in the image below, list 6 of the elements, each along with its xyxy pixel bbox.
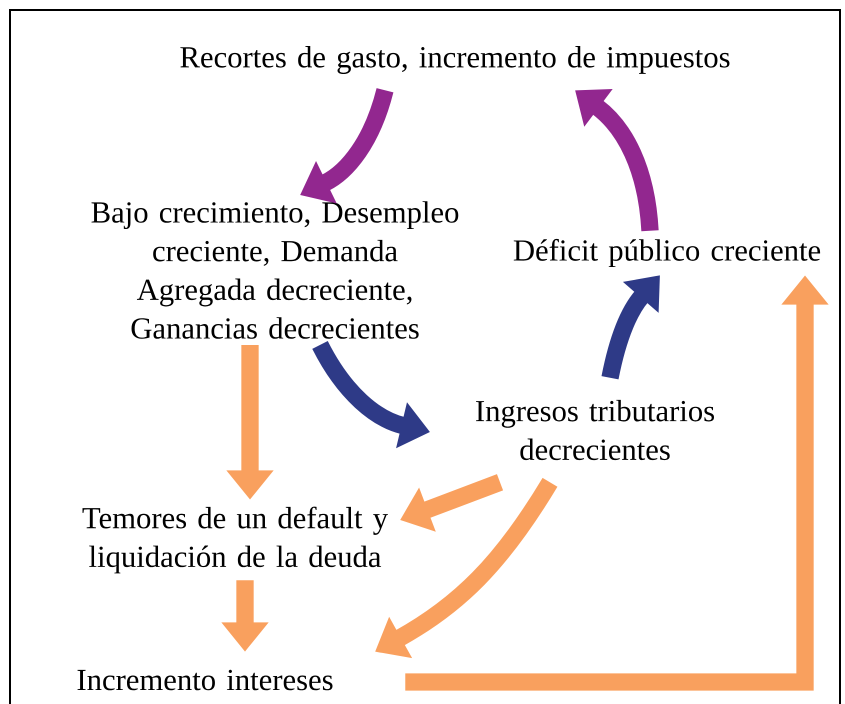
node-text: Bajo crecimiento, Desempleo creciente, Demanda Agregada decreciente, Ganancias decrecientes <box>92 201 458 339</box>
node-text: Incremento intereses <box>78 670 332 690</box>
node-text: Temores de un default y liquidación de la deuda <box>82 506 388 574</box>
node-text: Déficit público creciente <box>514 238 820 268</box>
node-text: Ingresos tributarios decrecientes <box>476 400 714 460</box>
node-text: Recortes de gasto, incremento de impuestos <box>180 46 730 74</box>
